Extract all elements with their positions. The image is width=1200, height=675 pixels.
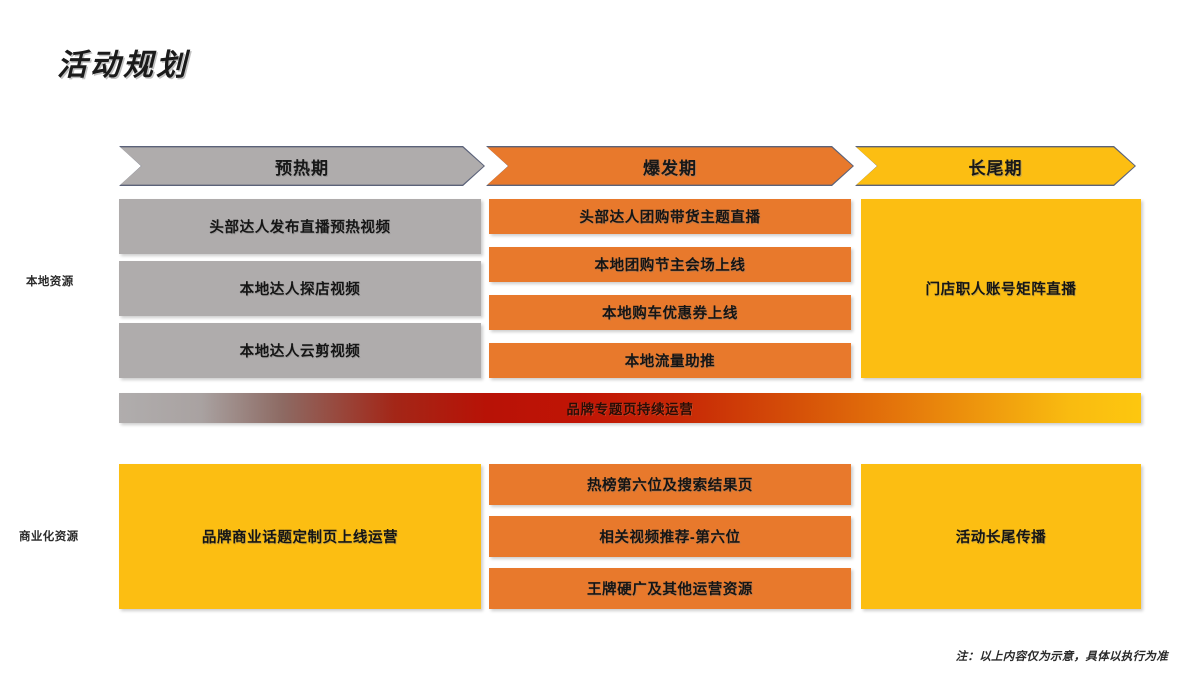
card-label: 本地团购节主会场上线 (594, 258, 746, 274)
chevron-fill-phase-1 (120, 147, 483, 184)
phase-header-band: 预热期 爆发期 长尾期 (0, 146, 1200, 186)
card-local-peak-1[interactable]: 头部达人团购带货主题直播 (489, 199, 851, 234)
card-local-peak-4[interactable]: 本地流量助推 (489, 343, 851, 378)
chevron-fill-phase-2 (487, 147, 852, 184)
card-commercial-peak-3[interactable]: 王牌硬广及其他运营资源 (489, 568, 851, 609)
card-local-warmup-3[interactable]: 本地达人云剪视频 (119, 323, 481, 378)
card-commercial-peak-2[interactable]: 相关视频推荐-第六位 (489, 516, 851, 557)
page-title: 活动规划 (57, 49, 189, 82)
card-label: 头部达人发布直播预热视频 (209, 220, 391, 236)
phase-chevron-label: 长尾期 (968, 158, 1023, 178)
card-label: 王牌硬广及其他运营资源 (586, 582, 754, 598)
card-label: 本地购车优惠券上线 (602, 306, 738, 322)
card-label: 相关视频推荐-第六位 (599, 530, 741, 546)
spanning-bar-label: 品牌专题页持续运营 (566, 402, 694, 417)
card-label: 活动长尾传播 (955, 530, 1047, 546)
row-label-commercial-resources: 商业化资源 (19, 531, 79, 543)
card-label: 本地达人探店视频 (239, 282, 361, 298)
phase-chevron-label: 预热期 (275, 158, 329, 178)
card-local-peak-3[interactable]: 本地购车优惠券上线 (489, 295, 851, 330)
card-commercial-warmup-1[interactable]: 品牌商业话题定制页上线运营 (119, 464, 481, 609)
spanning-bar-brand-page[interactable]: 品牌专题页持续运营 (119, 393, 1141, 423)
footnote-disclaimer: 注：以上内容仅为示意，具体以执行为准 (955, 651, 1168, 663)
card-commercial-longtail-1[interactable]: 活动长尾传播 (861, 464, 1141, 609)
card-label: 门店职人账号矩阵直播 (925, 282, 1077, 298)
card-label: 本地流量助推 (624, 354, 716, 370)
card-label: 热榜第六位及搜索结果页 (586, 478, 754, 494)
card-local-warmup-1[interactable]: 头部达人发布直播预热视频 (119, 199, 481, 254)
card-label: 头部达人团购带货主题直播 (579, 210, 761, 226)
card-label: 本地达人云剪视频 (239, 344, 361, 360)
card-label: 品牌商业话题定制页上线运营 (201, 530, 399, 546)
chevron-fill-phase-3 (856, 147, 1134, 184)
phase-chevron-peak[interactable]: 爆发期 (486, 146, 854, 186)
card-commercial-peak-1[interactable]: 热榜第六位及搜索结果页 (489, 464, 851, 505)
card-local-longtail-1[interactable]: 门店职人账号矩阵直播 (861, 199, 1141, 378)
card-local-warmup-2[interactable]: 本地达人探店视频 (119, 261, 481, 316)
phase-chevron-warmup[interactable]: 预热期 (119, 146, 485, 186)
card-local-peak-2[interactable]: 本地团购节主会场上线 (489, 247, 851, 282)
phase-chevron-longtail[interactable]: 长尾期 (855, 146, 1136, 186)
phase-chevron-label: 爆发期 (643, 158, 697, 178)
row-label-local-resources: 本地资源 (26, 276, 74, 288)
